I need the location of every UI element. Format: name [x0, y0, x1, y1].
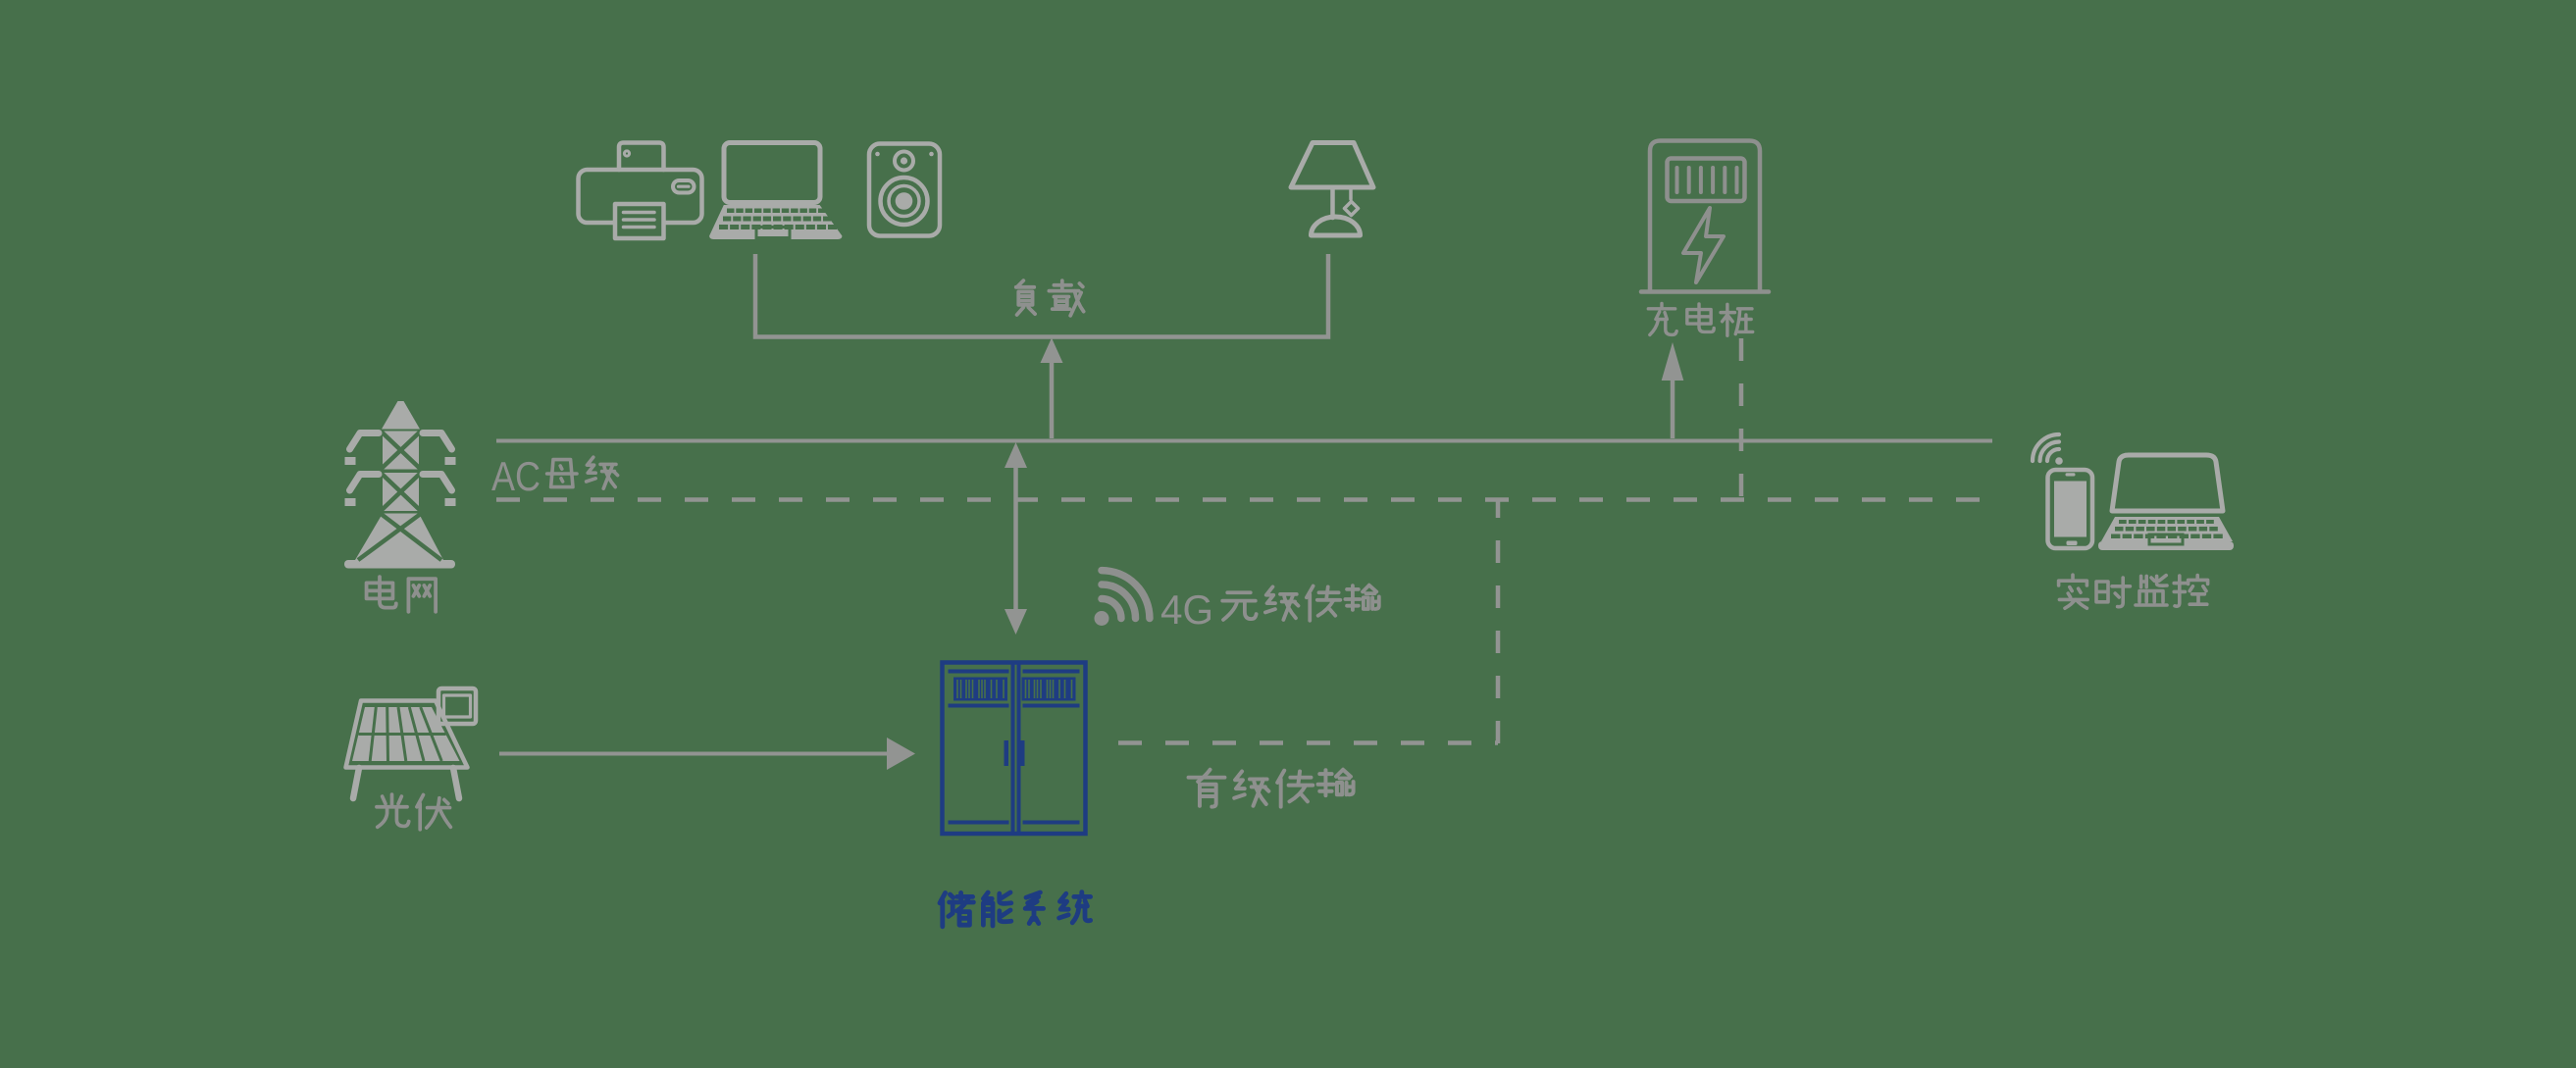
- svg-text:4G: 4G: [1160, 586, 1213, 633]
- svg-text:AC: AC: [491, 453, 541, 499]
